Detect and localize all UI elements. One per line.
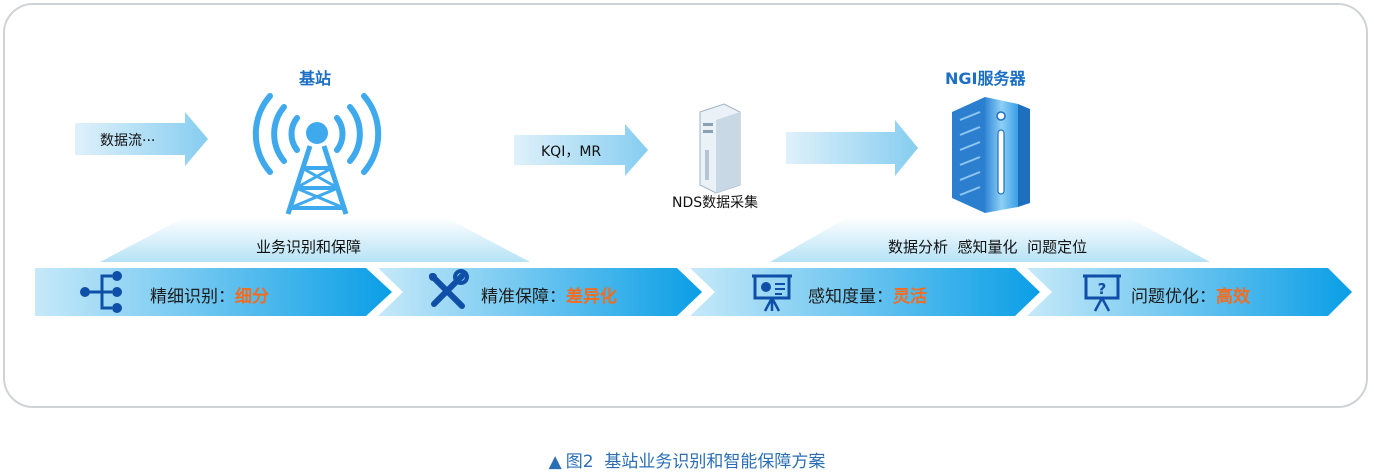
band-label-2-text: 精准保障： [481,287,566,307]
ngi-platform-label: 数据分析 感知量化 问题定位 [888,238,1088,256]
band-label-1-highlight: 细分 [235,287,269,307]
presentation-board-icon [752,274,792,312]
figure-caption: ▲图2 基站业务识别和智能保障方案 [0,447,1374,472]
base-station-platform [100,217,530,262]
band-label-3-text: 感知度量： [808,287,893,307]
kqi-mr-arrow [514,124,648,176]
band-label-2-highlight: 差异化 [566,287,617,307]
antenna-icon [252,93,382,215]
band-label-1: 精细识别：细分 [150,282,269,307]
band-label-4: 问题优化：高效 [1131,282,1250,307]
diagram-frame [3,3,1368,408]
band-segment-4 [1027,268,1352,316]
band-label-3-highlight: 灵活 [893,287,927,307]
band-label-1-text: 精细识别： [150,287,235,307]
kqi-mr-label: KQI，MR [541,144,602,160]
band-segment-1 [35,268,392,316]
base-station-title: 基站 [299,69,332,88]
data-stream-arrow [75,112,208,166]
band-label-2: 精准保障：差异化 [481,282,617,307]
data-stream-label: 数据流··· [100,133,156,149]
band-label-4-highlight: 高效 [1216,287,1250,307]
caption-marker-icon: ▲ [548,452,562,472]
base-platform-label: 业务识别和保障 [256,238,362,256]
ngi-server-title: NGI服务器 [945,69,1026,88]
nds-label: NDS数据采集 [672,195,759,211]
question-board-icon: ? [1083,274,1121,312]
tools-icon [429,269,469,309]
nds-to-ngi-arrow [786,120,918,176]
band-label-4-text: 问题优化： [1131,287,1216,307]
diagram-graphics: ? [35,93,1352,316]
caption-text: 图2 基站业务识别和智能保障方案 [565,452,826,472]
svg-text:?: ? [1098,280,1107,298]
nds-server-icon [699,103,741,194]
ngi-platform [770,217,1210,262]
ngi-server-icon [952,97,1030,213]
band-label-3: 感知度量：灵活 [808,282,927,307]
hierarchy-icon [80,271,122,313]
band-segment-3 [690,268,1040,316]
